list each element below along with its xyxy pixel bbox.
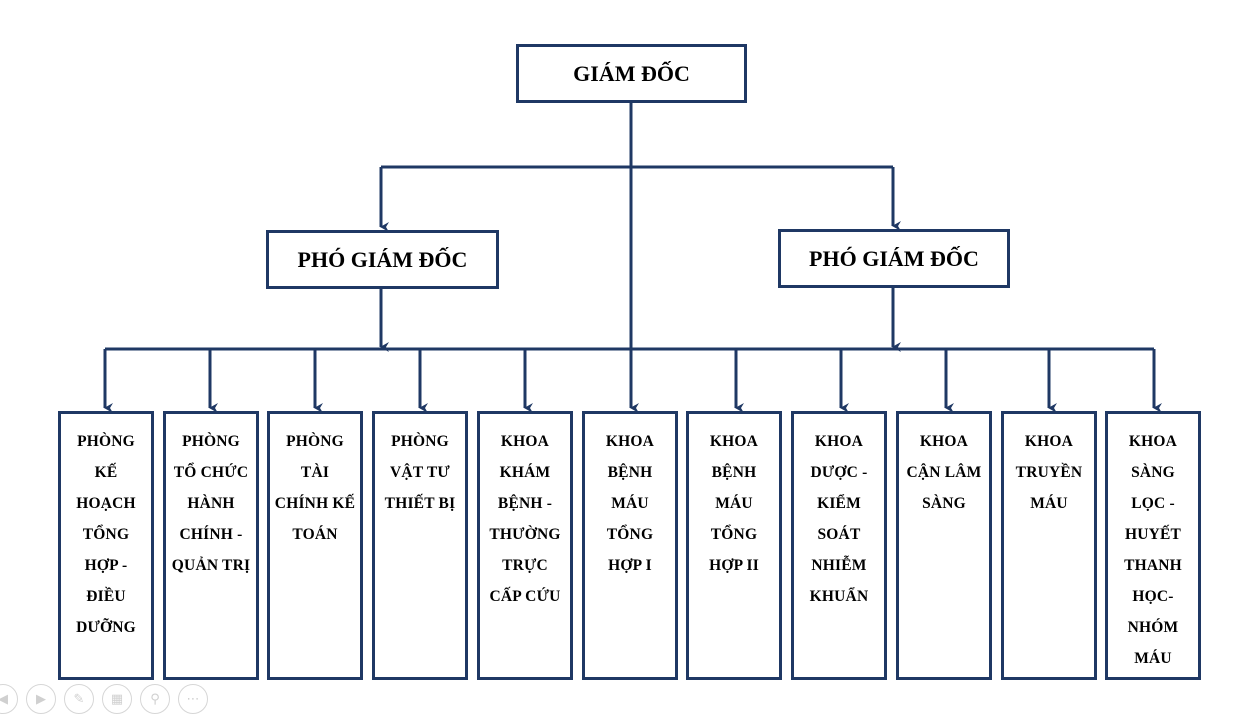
- department-label: PHÒNG TÀI CHÍNH KẾ TOÁN: [274, 433, 356, 543]
- deputy-director-right-label: PHÓ GIÁM ĐỐC: [809, 245, 979, 271]
- department-label: KHOA TRUYỀN MÁU: [1015, 433, 1083, 512]
- deputy-director-right-box: PHÓ GIÁM ĐỐC: [778, 229, 1010, 288]
- department-label: KHOA CẬN LÂM SÀNG: [906, 433, 982, 512]
- department-box-paraclinical: KHOA CẬN LÂM SÀNG: [896, 411, 992, 680]
- more-icon[interactable]: ⋯: [178, 684, 208, 714]
- director-box: GIÁM ĐỐC: [516, 44, 747, 103]
- department-box-organization: PHÒNG TỔ CHỨC HÀNH CHÍNH - QUẢN TRỊ: [163, 411, 259, 680]
- department-box-outpatient-emergency: KHOA KHÁM BỆNH - THƯỜNG TRỰC CẤP CỨU: [477, 411, 573, 680]
- department-label: KHOA SÀNG LỌC - HUYẾT THANH HỌC- NHÓM MÁ…: [1124, 433, 1182, 667]
- department-label: KHOA KHÁM BỆNH - THƯỜNG TRỰC CẤP CỨU: [489, 433, 561, 605]
- slideshow-toolbar: ◀ ▶ ✎ ▦ ⚲ ⋯: [0, 684, 208, 714]
- pen-icon[interactable]: ✎: [64, 684, 94, 714]
- department-label: PHÒNG TỔ CHỨC HÀNH CHÍNH - QUẢN TRỊ: [171, 433, 251, 574]
- department-box-supplies: PHÒNG VẬT TƯ THIẾT BỊ: [372, 411, 468, 680]
- zoom-icon[interactable]: ⚲: [140, 684, 170, 714]
- department-box-hematology-2: KHOA BỆNH MÁU TỔNG HỢP II: [686, 411, 782, 680]
- department-label: KHOA DƯỢC - KIỂM SOÁT NHIỄM KHUẨN: [809, 433, 869, 605]
- department-label: PHÒNG VẬT TƯ THIẾT BỊ: [384, 433, 456, 512]
- deputy-director-left-box: PHÓ GIÁM ĐỐC: [266, 230, 499, 289]
- next-icon[interactable]: ▶: [26, 684, 56, 714]
- previous-icon[interactable]: ◀: [0, 684, 18, 714]
- department-box-hematology-1: KHOA BỆNH MÁU TỔNG HỢP I: [582, 411, 678, 680]
- slides-icon[interactable]: ▦: [102, 684, 132, 714]
- director-label: GIÁM ĐỐC: [573, 60, 690, 86]
- department-box-screening-serology: KHOA SÀNG LỌC - HUYẾT THANH HỌC- NHÓM MÁ…: [1105, 411, 1201, 680]
- department-label: PHÒNG KẾ HOẠCH TỔNG HỢP - ĐIỀU DƯỠNG: [76, 433, 136, 636]
- department-label: KHOA BỆNH MÁU TỔNG HỢP II: [709, 433, 759, 574]
- department-box-pharmacy: KHOA DƯỢC - KIỂM SOÁT NHIỄM KHUẨN: [791, 411, 887, 680]
- deputy-director-left-label: PHÓ GIÁM ĐỐC: [297, 246, 468, 272]
- department-label: KHOA BỆNH MÁU TỔNG HỢP I: [605, 433, 655, 574]
- department-box-transfusion: KHOA TRUYỀN MÁU: [1001, 411, 1097, 680]
- department-box-finance: PHÒNG TÀI CHÍNH KẾ TOÁN: [267, 411, 363, 680]
- department-box-planning: PHÒNG KẾ HOẠCH TỔNG HỢP - ĐIỀU DƯỠNG: [58, 411, 154, 680]
